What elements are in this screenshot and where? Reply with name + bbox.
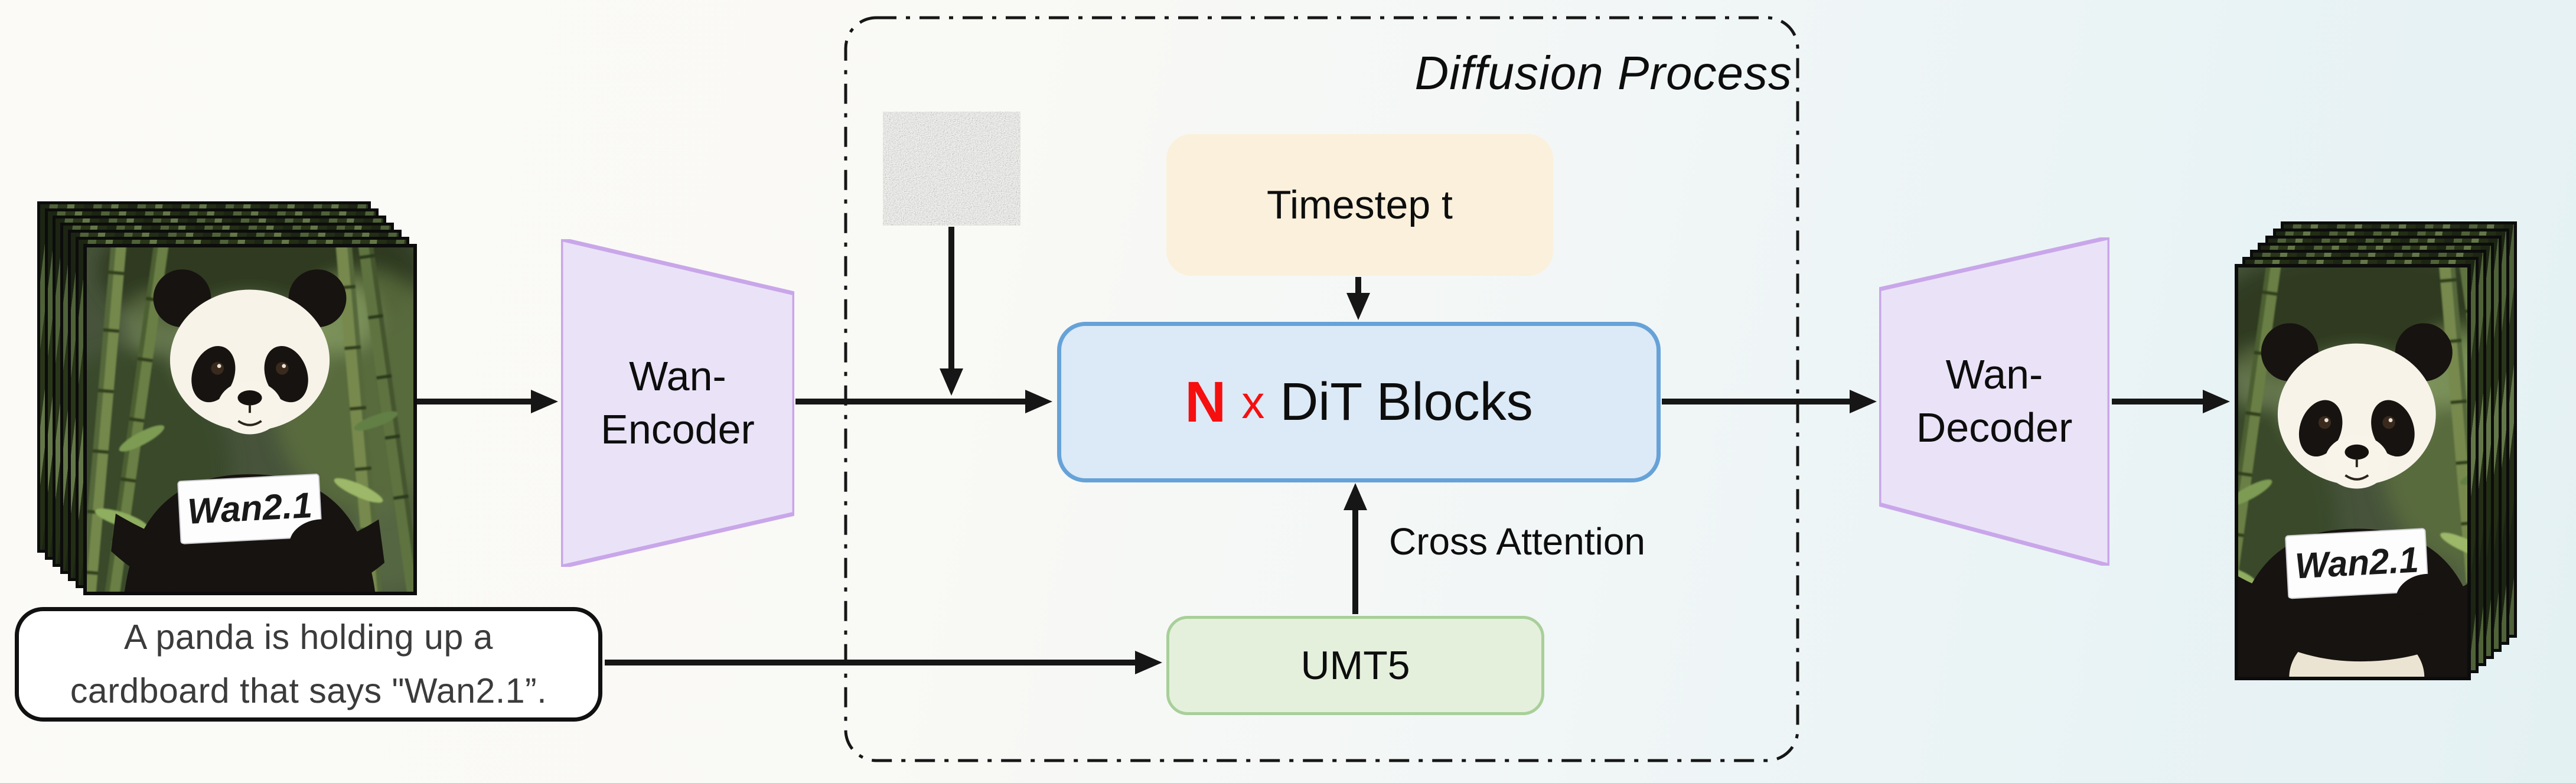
decoder-label-line1: Wan- [1945, 351, 2043, 398]
decoder-label-line2: Decoder [1916, 404, 2073, 451]
wan-decoder-block: Wan- Decoder [1879, 237, 2109, 566]
dit-n: N [1185, 370, 1227, 434]
prompt-line-2: cardboard that says "Wan2.1”. [70, 671, 547, 710]
prompt-text-box: A panda is holding up a cardboard that s… [15, 607, 602, 722]
video-frame-front: Wan2.1 [83, 244, 417, 595]
diffusion-process-title: Diffusion Process [1414, 47, 1792, 99]
umt5-label: UMT5 [1300, 643, 1410, 688]
encoder-label-line1: Wan- [629, 353, 726, 399]
diffusion-process-dashed-box [844, 16, 1799, 762]
wan-encoder-block: Wan- Encoder [561, 239, 794, 567]
sign-text: Wan2.1 [187, 485, 314, 531]
umt5-box: UMT5 [1166, 616, 1544, 715]
encoder-label-line2: Encoder [601, 406, 755, 452]
timestep-label: Timestep t [1267, 182, 1453, 227]
dit-label: DiT Blocks [1280, 372, 1533, 432]
encoder-trapezoid-shape [561, 239, 794, 567]
gaussian-noise-patch [883, 112, 1020, 226]
sign-text: Wan2.1 [2294, 539, 2420, 586]
decoder-trapezoid-shape [1879, 237, 2109, 566]
dit-blocks-box: N x DiT Blocks [1057, 322, 1661, 482]
prompt-line-1: A panda is holding up a [124, 617, 493, 657]
timestep-box: Timestep t [1166, 134, 1553, 276]
dit-times: x [1241, 376, 1265, 428]
video-frame-front: Wan2.1 [2235, 264, 2471, 680]
cross-attention-label: Cross Attention [1389, 520, 1645, 563]
